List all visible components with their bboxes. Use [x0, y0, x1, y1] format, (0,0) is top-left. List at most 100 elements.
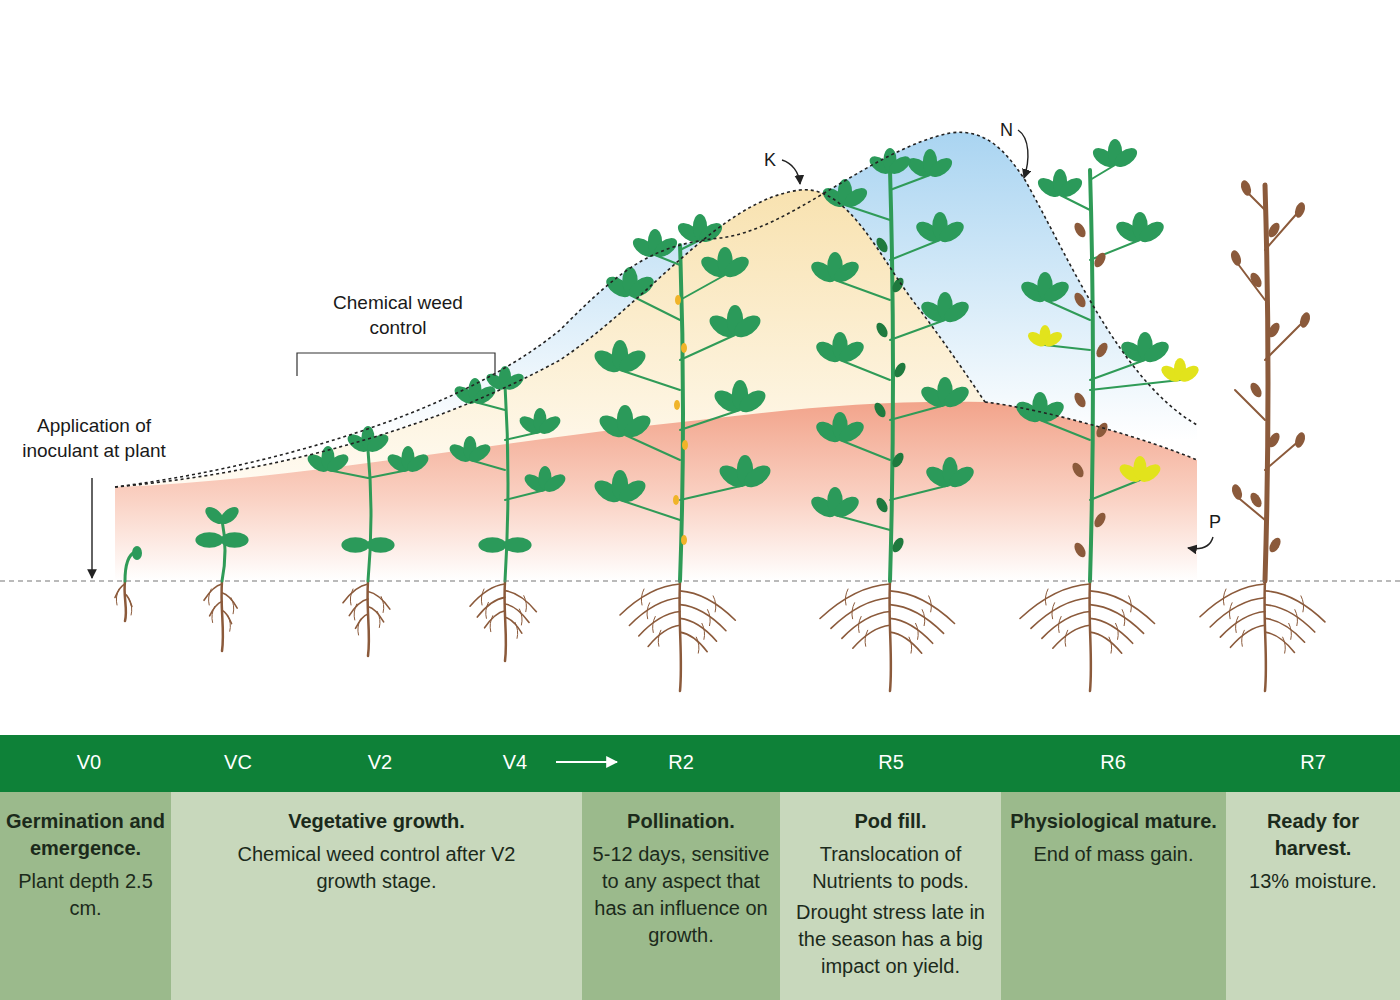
root-hair	[377, 612, 380, 628]
stage-heading: Physiological mature.	[1006, 808, 1221, 835]
stem	[1090, 170, 1093, 581]
lateral-root	[349, 599, 368, 616]
weed-control-bracket	[297, 353, 495, 376]
root-hair	[515, 622, 518, 638]
leaflet	[735, 386, 769, 417]
lateral-root	[204, 584, 222, 600]
petiole	[845, 205, 890, 220]
leaflet	[936, 218, 968, 247]
lateral-root	[368, 592, 390, 610]
lateral-root	[853, 625, 890, 648]
pod	[872, 401, 888, 419]
flower	[674, 400, 680, 410]
leaf	[478, 537, 506, 552]
leaflet	[324, 451, 351, 476]
root-hair	[702, 623, 705, 639]
root-hair	[1289, 623, 1292, 639]
petiole	[680, 275, 725, 300]
leaflet	[1141, 338, 1173, 367]
root-hair	[909, 637, 912, 653]
pod	[1094, 341, 1110, 359]
lateral-root	[648, 625, 680, 646]
root-hair	[524, 596, 527, 612]
stage-panel: Germination and emergence. Plant depth 2.…	[0, 792, 171, 1000]
petiole	[840, 440, 890, 460]
root-hair	[231, 598, 234, 614]
stem	[368, 450, 371, 581]
pod	[874, 236, 890, 254]
lateral-root	[222, 593, 237, 608]
leaflet	[886, 153, 913, 178]
pod	[890, 536, 906, 554]
potassium-curve	[115, 190, 985, 487]
petiole	[680, 335, 735, 360]
root-hair	[845, 589, 848, 605]
stage-code: V2	[345, 750, 415, 775]
stage-code: R6	[1078, 750, 1148, 775]
stem	[1265, 185, 1268, 581]
root-hair	[129, 599, 132, 615]
stage-panel: Pollination.5-12 days, sensitive to any …	[582, 792, 780, 1000]
root-hair	[1109, 637, 1112, 653]
pod	[1267, 536, 1283, 554]
lateral-root	[680, 618, 717, 641]
root-hair	[696, 637, 699, 653]
leaflet	[841, 184, 871, 211]
petiole	[620, 370, 680, 390]
root-hair	[653, 617, 656, 633]
root-hair	[1116, 623, 1119, 639]
leaflet	[926, 154, 956, 181]
ground-line	[0, 580, 1400, 581]
stage-code: R5	[856, 750, 926, 775]
flower	[681, 535, 687, 545]
lateral-root	[680, 632, 707, 652]
lateral-root	[1230, 625, 1265, 647]
pod	[874, 321, 890, 339]
leaflet	[536, 413, 563, 438]
leaflet	[615, 476, 649, 507]
root-hair	[519, 609, 522, 625]
stage-note: Drought stress late in the season has a …	[785, 899, 996, 980]
petiole	[1090, 360, 1145, 380]
leaf	[367, 537, 395, 552]
root-hair	[350, 589, 353, 605]
stage-note: Translocation of Nutrients to pods.	[785, 841, 996, 895]
callout-arrow	[1188, 537, 1213, 549]
root-hair	[641, 589, 644, 605]
pod	[1072, 291, 1088, 309]
stem	[222, 520, 225, 581]
root-hair	[647, 603, 650, 619]
petiole	[625, 435, 680, 460]
pod	[874, 496, 890, 514]
root-hair	[1045, 589, 1048, 605]
root-hair	[486, 602, 489, 618]
stage-panel: Pod fill.Translocation of Nutrients to p…	[780, 792, 1001, 1000]
guide-lines	[0, 130, 1400, 792]
petiole	[680, 485, 745, 500]
stage-heading: Germination and emergence.	[5, 808, 166, 862]
leaflet	[1042, 329, 1065, 349]
petiole	[890, 405, 945, 420]
stage-heading: Ready for harvest.	[1231, 808, 1395, 862]
root-hair	[212, 607, 215, 623]
pod	[1230, 483, 1244, 501]
pod	[1092, 251, 1108, 269]
root-hair	[381, 597, 384, 613]
lateral-root	[890, 591, 955, 624]
leaflet	[730, 311, 764, 342]
pod	[890, 451, 906, 469]
root-hair	[481, 589, 484, 605]
stem	[680, 245, 683, 581]
stage-panel: Physiological mature.End of mass gain.	[1001, 792, 1226, 1000]
leaflet	[651, 234, 681, 261]
callout-arrow	[782, 160, 800, 184]
taproot	[505, 581, 506, 661]
root-hair	[1283, 637, 1286, 653]
taproot	[125, 581, 126, 621]
leaflet	[364, 431, 391, 456]
lateral-root	[505, 591, 536, 612]
petiole	[1090, 165, 1115, 180]
root-hair	[922, 610, 925, 626]
stage-note: Plant depth 2.5 cm.	[6, 868, 166, 922]
leaflet	[502, 370, 527, 393]
